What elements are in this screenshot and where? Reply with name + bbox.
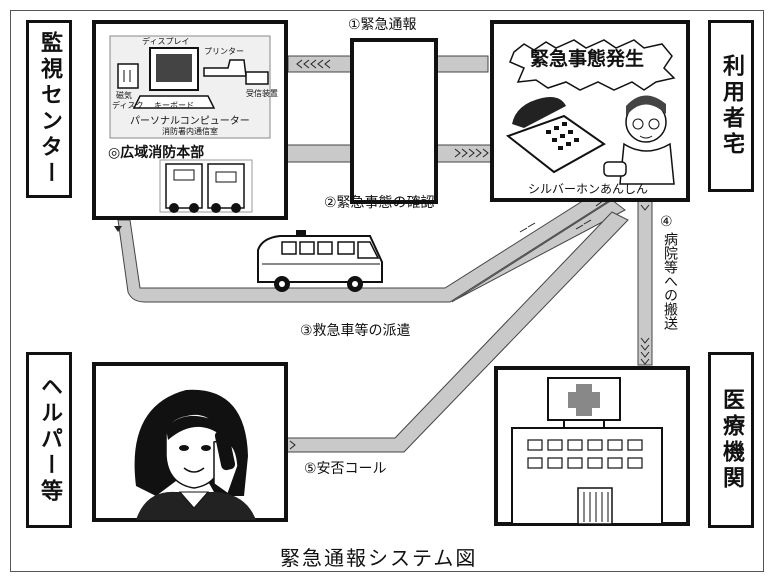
arrow-return-band xyxy=(451,199,626,303)
step-2-confirmation: ②緊急事態の確認 xyxy=(324,195,435,211)
user-home-box: 緊急事態発生 シルバーホンあんしん xyxy=(490,20,690,202)
step-5-safety-call: ⑤安否コール xyxy=(304,461,387,477)
label-medical-institution: 医療機関 xyxy=(708,352,754,528)
label-receiver: 受信装置 xyxy=(246,89,278,98)
arrow-transport xyxy=(637,199,653,366)
label-display: ディスプレイ xyxy=(142,37,190,46)
label-silver-phone: シルバーホンあんしん xyxy=(528,182,649,196)
diagram-caption: 緊急通報システム図 xyxy=(280,546,478,570)
computer-illustration xyxy=(109,35,271,213)
step-3-dispatch: ③救急車等の派遣 xyxy=(300,323,411,339)
label-disk: 磁気 xyxy=(116,91,132,100)
helper-on-phone-illustration xyxy=(134,389,256,520)
medical-box xyxy=(494,366,690,526)
step-4-number: ④ xyxy=(660,214,673,230)
helper-box xyxy=(92,362,288,522)
label-fire-hq: ◎広域消防本部 xyxy=(108,145,205,161)
monitoring-center-box: ディスプレイ プリンター 磁気 ディスク キーボード 受信装置 パーソナルコンピ… xyxy=(92,20,288,220)
outer-frame xyxy=(10,10,764,572)
ambulance-illustration xyxy=(257,230,383,292)
center-column-box xyxy=(350,38,438,204)
label-keyboard: キーボード xyxy=(154,101,194,110)
step-1-emergency-call: ①緊急通報 xyxy=(348,17,417,33)
label-emergency-occurred: 緊急事態発生 xyxy=(530,48,645,70)
step-4-transport: 病院等への搬送 xyxy=(662,232,678,330)
label-printer: プリンター xyxy=(204,47,244,56)
phone-user-illustration xyxy=(505,39,676,185)
hospital-illustration xyxy=(511,377,663,524)
label-pc: パーソナルコンピューター xyxy=(130,116,250,127)
arrow-dispatch xyxy=(117,189,611,303)
label-disk2: ディスク xyxy=(112,101,144,110)
label-monitoring-center: 監視センター xyxy=(26,20,72,198)
label-user-home: 利用者宅 xyxy=(708,20,754,192)
label-command-room: 消防署内通信室 xyxy=(162,127,218,136)
label-helper: ヘルパー等 xyxy=(26,352,72,528)
